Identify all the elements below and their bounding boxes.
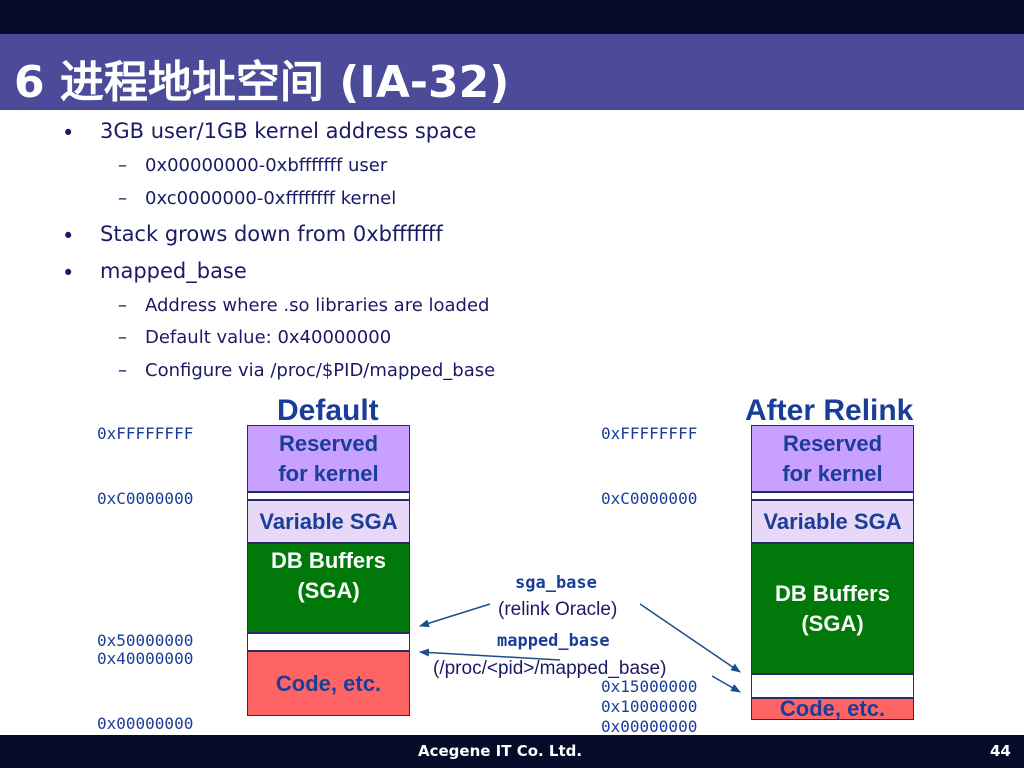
sga-base-note: (relink Oracle) (498, 599, 618, 620)
kernel-region: Reserved for kernel (247, 425, 410, 492)
title-bar (0, 34, 1024, 110)
address-label: 0xFFFFFFFF (601, 424, 698, 443)
top-bar (0, 0, 1024, 34)
free-region (751, 674, 914, 698)
arrow-sga-base-default (419, 603, 491, 628)
arrow-mapped-base-relink (711, 675, 741, 693)
sga-base-label: sga_base (515, 573, 597, 593)
sub-bullet-mark: – (118, 360, 127, 381)
sub-bullet-text: Configure via /proc/$PID/mapped_base (145, 360, 496, 381)
address-label: 0x50000000 (97, 631, 194, 650)
footer-company: Acegene IT Co. Ltd. (418, 742, 583, 760)
sub-bullet-text: 0x00000000-0xbfffffff user (145, 155, 388, 176)
address-label: 0x10000000 (601, 697, 698, 716)
address-label: 0x00000000 (97, 714, 194, 733)
address-label: 0xFFFFFFFF (97, 424, 194, 443)
address-label: 0x15000000 (601, 677, 698, 696)
address-label: 0xC0000000 (601, 489, 698, 508)
default-heading: Default (277, 394, 379, 427)
page-number: 44 (990, 742, 1011, 760)
gap-region (751, 492, 914, 500)
sub-bullet-mark: – (118, 327, 127, 348)
address-label: 0x40000000 (97, 649, 194, 668)
sub-bullet-mark: – (118, 188, 127, 209)
sub-bullet-mark: – (118, 155, 127, 176)
mapped-base-label: mapped_base (497, 631, 610, 651)
sub-bullet-text: 0xc0000000-0xffffffff kernel (145, 188, 397, 209)
gap-region (247, 492, 410, 500)
db-buffers-region: DB Buffers (SGA) (751, 543, 914, 674)
arrow-sga-base-relink (639, 603, 741, 673)
variable-sga-region: Variable SGA (751, 500, 914, 543)
variable-sga-region: Variable SGA (247, 500, 410, 543)
db-buffers-region: DB Buffers (SGA) (247, 543, 410, 633)
bullet-text: mapped_base (100, 259, 247, 283)
sub-bullet-text: Default value: 0x40000000 (145, 327, 392, 348)
slide-title: 6 进程地址空间 (IA-32) (14, 57, 510, 108)
code-region: Code, etc. (751, 698, 914, 720)
sub-bullet-text: Address where .so libraries are loaded (145, 295, 490, 316)
footer-bar (0, 735, 1024, 768)
bullet-mark: • (62, 121, 75, 145)
bullet-text: 3GB user/1GB kernel address space (100, 119, 477, 143)
bullet-mark: • (62, 261, 75, 285)
code-region: Code, etc. (247, 651, 410, 716)
relink-heading: After Relink (745, 394, 914, 427)
address-label: 0x00000000 (601, 717, 698, 736)
sub-bullet-mark: – (118, 295, 127, 316)
bullet-text: Stack grows down from 0xbfffffff (100, 222, 443, 246)
mapped-base-note: (/proc/<pid>/mapped_base) (433, 658, 667, 679)
kernel-region: Reserved for kernel (751, 425, 914, 492)
address-label: 0xC0000000 (97, 489, 194, 508)
bullet-mark: • (62, 224, 75, 248)
arrow-mapped-base-default (419, 648, 561, 661)
free-region (247, 633, 410, 651)
